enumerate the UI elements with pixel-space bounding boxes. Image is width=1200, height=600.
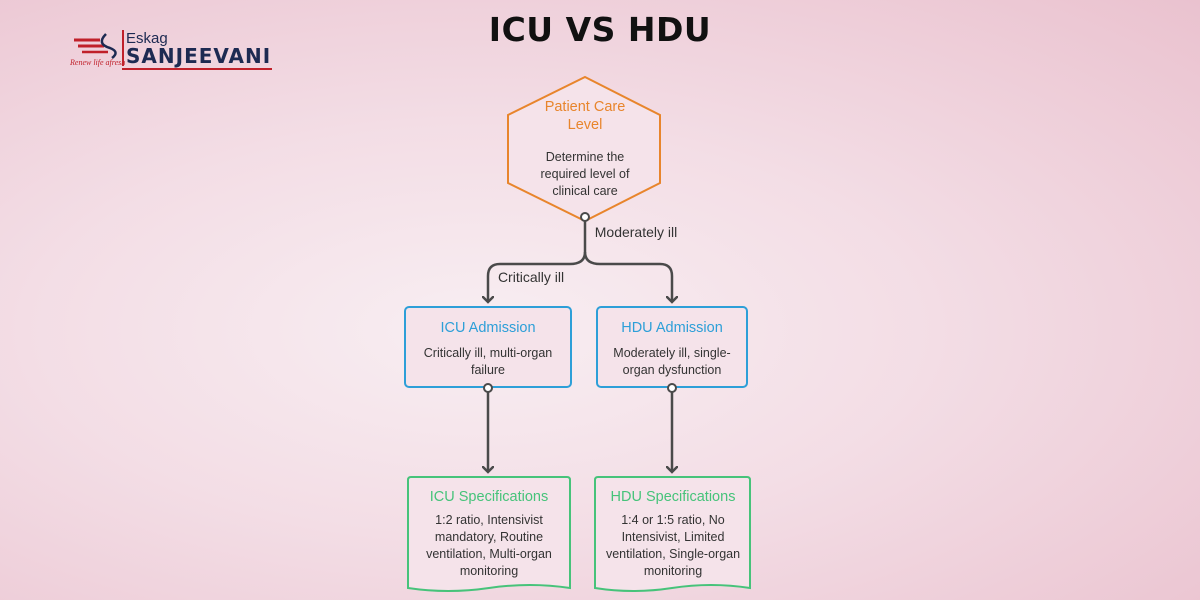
- logo-underline: [122, 68, 272, 70]
- root-node-desc: Determine the required level of clinical…: [540, 150, 630, 198]
- hdu-admission-title: HDU Admission: [621, 320, 723, 336]
- page-title: ICU VS HDU: [488, 10, 712, 49]
- eskag-sanjeevani-logo: Eskag SANJEEVANI Renew life afresh: [68, 28, 278, 74]
- hdu-admission-node: HDU Admission Moderately ill, single-org…: [603, 319, 741, 379]
- logo-brand-top: Eskag: [126, 30, 168, 47]
- hdu-admission-port-dot: [667, 383, 677, 393]
- root-node: Patient Care Level Determine the require…: [528, 98, 642, 200]
- logo-brand-main: SANJEEVANI: [126, 44, 272, 68]
- icu-specs-node: ICU Specifications 1:2 ratio, Intensivis…: [416, 488, 562, 580]
- logo-emblem-icon: [74, 33, 117, 59]
- icu-specs-desc: 1:2 ratio, Intensivist mandatory, Routin…: [426, 513, 552, 578]
- hdu-admission-desc: Moderately ill, single-organ dysfunction: [613, 346, 731, 377]
- icu-specs-title: ICU Specifications: [429, 489, 549, 505]
- icu-admission-port-dot: [483, 383, 493, 393]
- root-port-dot: [580, 212, 590, 222]
- logo-divider: [122, 30, 124, 66]
- hdu-specs-box: [594, 476, 751, 592]
- hdu-specs-title: HDU Specifications: [610, 489, 736, 505]
- hdu-specs-desc: 1:4 or 1:5 ratio, No Intensivist, Limite…: [605, 513, 741, 578]
- edge-label-moderately-ill: Moderately ill: [594, 224, 678, 240]
- hdu-specs-node: HDU Specifications 1:4 or 1:5 ratio, No …: [603, 488, 743, 580]
- connector-moderately-ill: [583, 251, 672, 302]
- icu-admission-desc: Critically ill, multi-organ failure: [423, 346, 553, 377]
- root-node-title: Patient Care Level: [544, 99, 626, 133]
- edge-label-critically-ill: Critically ill: [497, 269, 565, 285]
- icu-admission-node: ICU Admission Critically ill, multi-orga…: [413, 319, 563, 379]
- connector-critically-ill: [488, 251, 587, 302]
- icu-specs-box: [407, 476, 571, 592]
- icu-admission-title: ICU Admission: [440, 320, 536, 336]
- logo-tagline: Renew life afresh: [70, 58, 126, 67]
